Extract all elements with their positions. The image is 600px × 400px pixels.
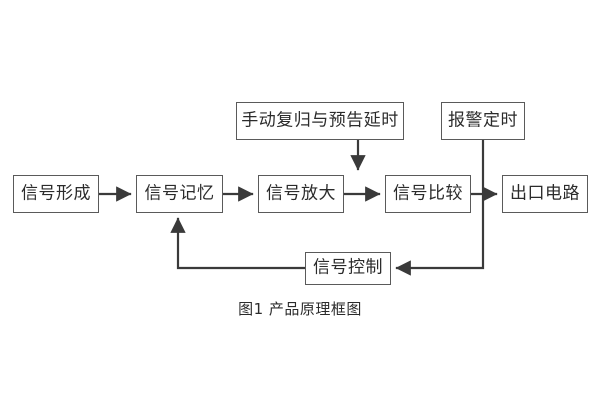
node-label: 信号控制 xyxy=(313,257,383,278)
figure-caption: 图1 产品原理框图 xyxy=(238,300,362,318)
node-manual-reset[interactable]: 手动复归与预告延时 xyxy=(236,102,404,140)
node-label: 手动复归与预告延时 xyxy=(241,110,399,130)
node-label: 信号放大 xyxy=(266,183,336,203)
node-signal-memory[interactable]: 信号记忆 xyxy=(136,175,223,213)
node-label: 信号比较 xyxy=(393,183,463,203)
node-label: 出口电路 xyxy=(510,183,580,203)
node-signal-amplify[interactable]: 信号放大 xyxy=(258,175,344,213)
edge-control-to-memory xyxy=(170,217,307,270)
node-signal-control[interactable]: 信号控制 xyxy=(305,252,391,285)
node-output-circuit[interactable]: 出口电路 xyxy=(502,175,588,213)
node-label: 信号记忆 xyxy=(144,183,215,203)
node-label: 信号形成 xyxy=(21,183,91,203)
node-label: 报警定时 xyxy=(448,110,518,130)
node-alarm-timer[interactable]: 报警定时 xyxy=(441,102,525,140)
node-signal-compare[interactable]: 信号比较 xyxy=(385,175,471,213)
node-signal-forming[interactable]: 信号形成 xyxy=(13,175,99,213)
